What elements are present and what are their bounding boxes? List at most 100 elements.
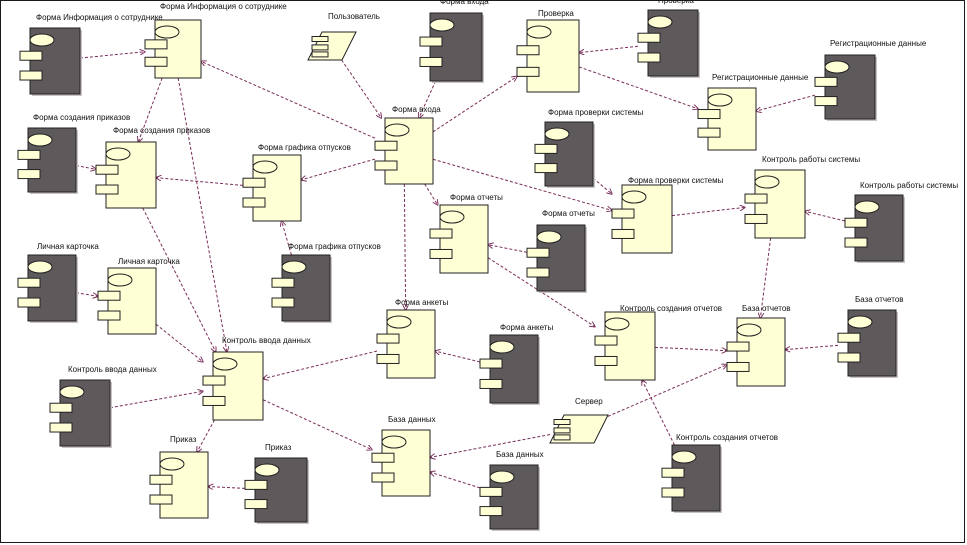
node-label: Личная карточка <box>118 257 180 266</box>
component-tab <box>844 217 868 228</box>
component-oval <box>526 25 552 39</box>
node-reg-data-db[interactable]: Регистрационные данные <box>814 39 927 121</box>
component-oval <box>105 147 131 161</box>
node-sys-control[interactable]: Контроль работы системы <box>744 155 860 239</box>
node-form-reports-db[interactable]: Форма отчеты <box>526 209 595 293</box>
component-oval <box>381 435 407 449</box>
component-oval <box>281 260 307 274</box>
dependency-arrow <box>607 365 727 417</box>
node-report-control[interactable]: Контроль создания отчетов <box>594 304 722 381</box>
dependency-arrow <box>424 183 438 205</box>
component-tab <box>726 341 750 352</box>
node-personal-card[interactable]: Личная карточка <box>97 257 180 335</box>
dependency-arrow <box>654 346 727 350</box>
component-oval <box>707 93 733 107</box>
node-form-vacation-db[interactable]: Форма графика отпусков <box>271 242 381 323</box>
component-tab <box>271 297 295 308</box>
component-oval <box>154 25 180 39</box>
component-tab <box>534 163 558 174</box>
dependency-arrow <box>578 66 698 109</box>
component-oval <box>27 133 53 147</box>
component-oval <box>671 450 697 464</box>
component-tab <box>637 32 661 43</box>
component-tab <box>697 109 721 120</box>
node-sys-control-db[interactable]: Контроль работы системы <box>844 181 958 263</box>
component-oval <box>107 273 133 287</box>
component-oval <box>847 315 873 329</box>
component-tab <box>534 143 558 154</box>
node-database[interactable]: База данных <box>371 415 436 497</box>
node-form-survey[interactable]: Форма анкеты <box>376 298 448 379</box>
node-check[interactable]: Проверка <box>516 9 580 93</box>
component-tab <box>149 494 173 505</box>
node-form-login[interactable]: Форма входа <box>374 105 441 185</box>
node-form-syscheck[interactable]: Форма проверки системы <box>611 176 724 254</box>
component-tab <box>149 474 173 485</box>
component-oval <box>429 18 455 32</box>
component-tab <box>726 361 750 372</box>
dependency-arrow <box>419 80 437 118</box>
node-input-control-db[interactable]: Контроль ввода данных <box>49 365 157 448</box>
component-tab <box>19 50 43 61</box>
node-form-reports[interactable]: Форма отчеты <box>429 193 503 274</box>
component-tab <box>244 499 268 510</box>
node-form-orders[interactable]: Форма создания приказов <box>95 126 210 209</box>
component-tab <box>837 352 861 363</box>
node-reports-db-dark[interactable]: База отчетов <box>837 295 904 378</box>
node-form-info-emp-db[interactable]: Форма Информация о сотруднике <box>19 13 163 96</box>
node-form-survey-db[interactable]: Форма анкеты <box>479 323 553 405</box>
node-label: Форма входа <box>392 105 441 114</box>
component-oval <box>647 15 673 29</box>
dependency-arrow <box>592 177 612 194</box>
node-label: Форма анкеты <box>500 323 553 332</box>
node-user[interactable]: Пользователь <box>307 12 380 61</box>
node-report-control-db[interactable]: Контроль создания отчетов <box>661 433 778 513</box>
node-form-info-emp[interactable]: Форма Информация о сотруднике <box>144 2 287 79</box>
node-label: Форма анкеты <box>395 298 448 307</box>
component-oval <box>254 463 280 477</box>
dependency-arrow <box>75 292 98 297</box>
node-label: Контроль ввода данных <box>68 365 157 374</box>
dependency-arrow <box>138 77 163 142</box>
node-reports-db[interactable]: База отчетов <box>726 304 791 387</box>
component-tab <box>479 378 503 389</box>
node-label: Форма проверки системы <box>628 176 724 185</box>
component-tab <box>49 422 73 433</box>
component-oval <box>544 127 570 141</box>
node-order[interactable]: Приказ <box>149 435 209 519</box>
actor-tab <box>311 44 329 51</box>
component-tab <box>744 213 768 224</box>
component-tab <box>637 52 661 63</box>
dependency-arrow <box>671 207 745 217</box>
component-oval <box>621 190 647 204</box>
component-tab <box>95 184 119 195</box>
component-tab <box>97 310 121 321</box>
node-input-control[interactable]: Контроль ввода данных <box>202 336 311 421</box>
node-label: Форма Информация о сотруднике <box>160 2 287 11</box>
component-oval <box>386 315 412 329</box>
actor-tab <box>311 51 329 58</box>
node-personal-card-db[interactable]: Личная карточка <box>17 242 99 323</box>
dependency-arrow <box>432 158 612 210</box>
component-tab <box>17 149 41 160</box>
node-database-db[interactable]: База данных <box>479 450 544 531</box>
node-form-vacation[interactable]: Форма графика отпусков <box>242 143 351 222</box>
component-tab <box>479 506 503 517</box>
component-oval <box>252 160 278 174</box>
node-label: Форма создания приказов <box>113 126 210 135</box>
component-tab <box>697 127 721 138</box>
dependency-arrow <box>760 237 772 318</box>
component-tab <box>244 479 268 490</box>
node-label: Личная карточка <box>37 242 99 251</box>
node-label: Проверка <box>658 0 694 5</box>
node-form-login-db[interactable]: Форма входа <box>419 0 489 83</box>
component-oval <box>384 123 410 137</box>
node-check-db[interactable]: Проверка <box>637 0 700 78</box>
node-server[interactable]: Сервер <box>549 397 609 444</box>
node-order-db[interactable]: Приказ <box>244 443 309 524</box>
node-form-orders-db[interactable]: Форма создания приказов <box>17 113 130 194</box>
node-form-syscheck-db[interactable]: Форма проверки системы <box>534 108 644 188</box>
component-oval <box>27 260 53 274</box>
node-reg-data[interactable]: Регистрационные данные <box>697 73 809 151</box>
